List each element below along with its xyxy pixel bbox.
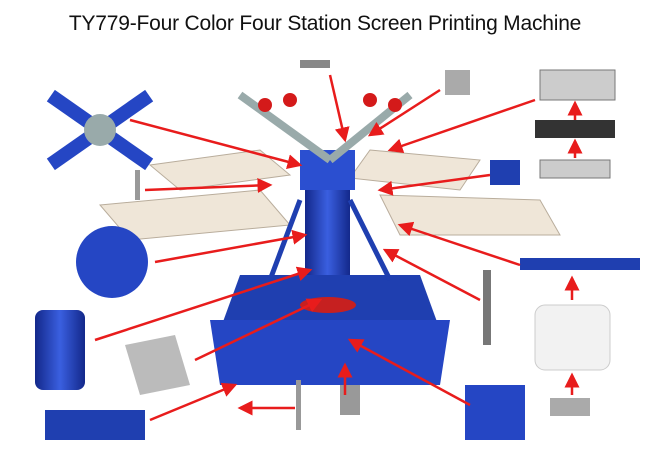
part-plate (125, 335, 190, 395)
part-platen-small (534, 304, 611, 371)
part-flood-bar (535, 120, 615, 138)
diagram-title: TY779-Four Color Four Station Screen Pri… (68, 12, 582, 35)
part-bolt (135, 170, 140, 200)
pointer-arrows (94, 74, 583, 422)
part-clamp-block (490, 160, 520, 185)
base-frame (210, 320, 450, 385)
machine-body (210, 91, 450, 385)
part-squeegee-holder (539, 69, 616, 101)
part-bracket (45, 410, 145, 440)
part-leveling-foot (296, 380, 301, 430)
parts (35, 60, 640, 440)
arm-left (237, 91, 333, 164)
part-motor-box (465, 385, 525, 440)
platen-front-right (379, 194, 561, 236)
part-turnbuckle (483, 270, 491, 345)
part-rail (539, 159, 611, 179)
platen-back-left (148, 149, 292, 191)
part-spring (300, 60, 330, 68)
part-column-drum (35, 310, 85, 390)
part-caster (340, 385, 360, 415)
part-clamp (550, 398, 590, 416)
part-hinge (445, 70, 470, 95)
part-spider-arms (46, 89, 154, 171)
part-rotary-disc (76, 226, 148, 298)
part-arm-beam (520, 258, 640, 270)
